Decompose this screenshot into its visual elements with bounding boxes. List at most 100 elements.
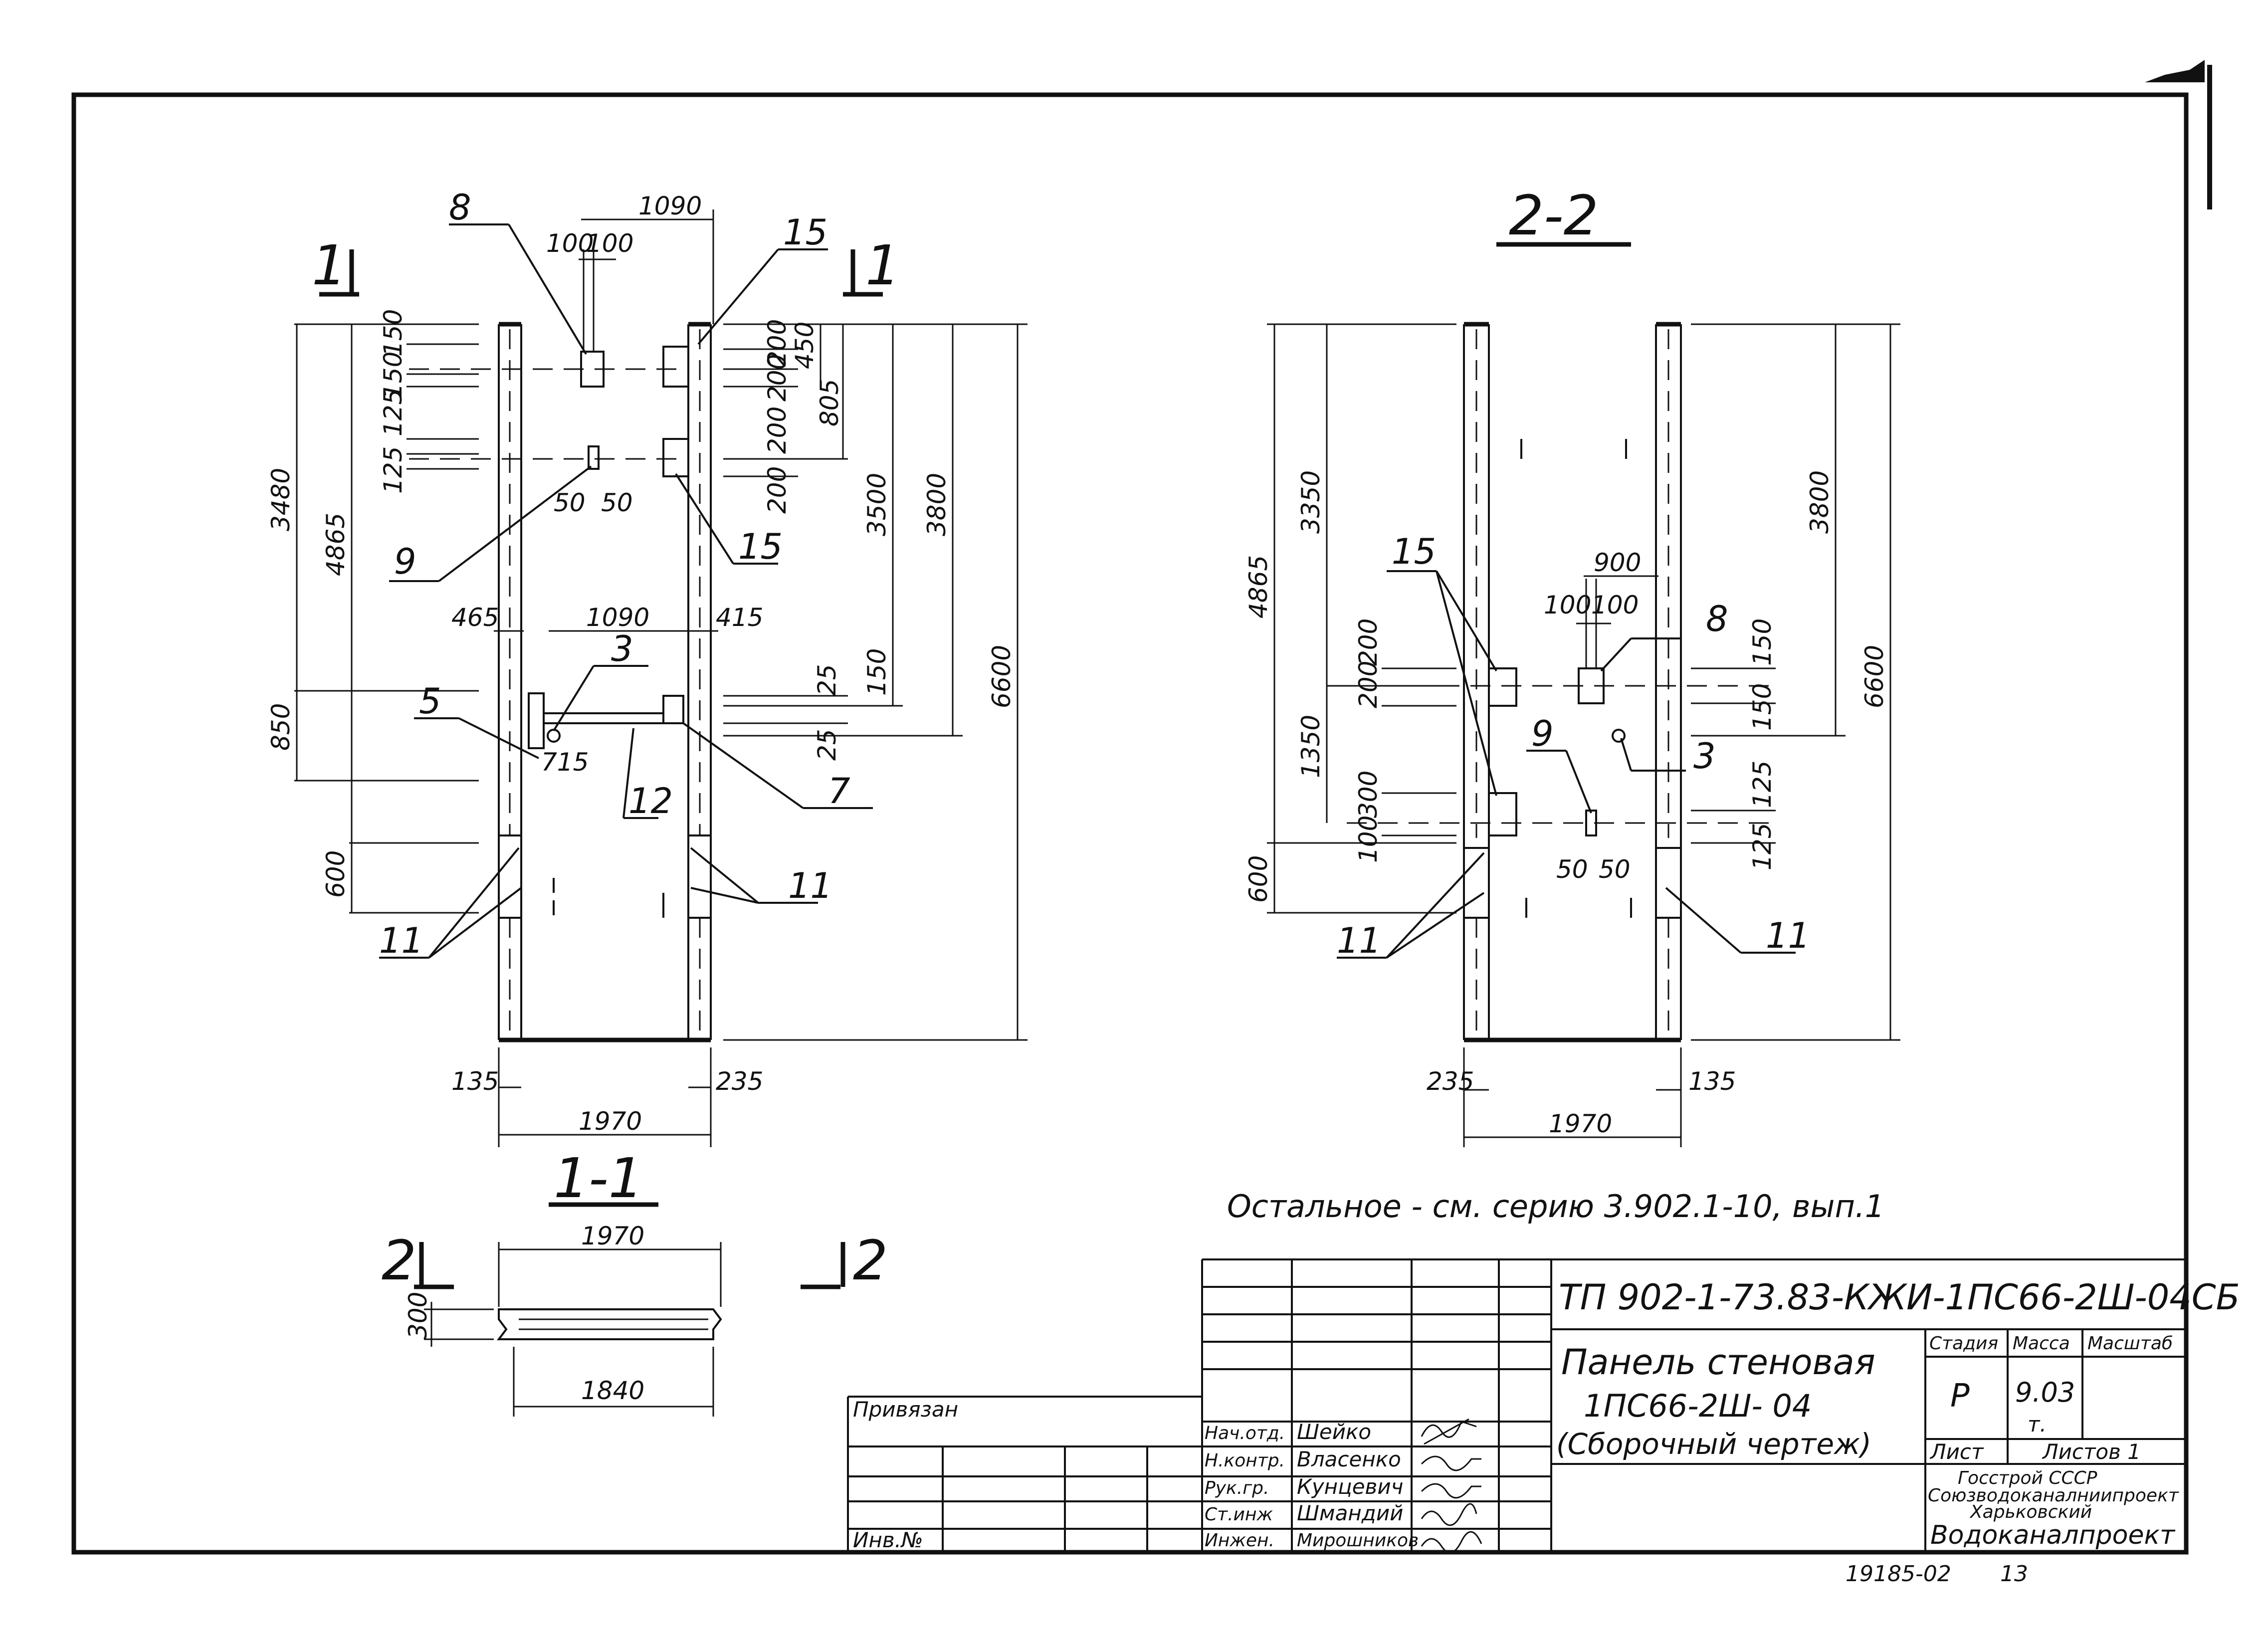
tb-header-stage: Стадия [1929, 1333, 1998, 1354]
tb-mass-unit: т. [2028, 1412, 2047, 1437]
s11-width-top: 1970 [581, 1222, 644, 1250]
dim-right-small-3: 200 [763, 407, 792, 454]
tb-org-4: Водоканалпроект [1930, 1520, 2176, 1550]
s22-dim-4865: 4865 [1244, 555, 1273, 618]
tb-sheet-label: Лист [1929, 1440, 1984, 1464]
dim-left-edge: 465 [451, 603, 499, 632]
tb-code: ТП 902-1-73.83-КЖИ-1ПС66-2Ш-04СБ [1559, 1277, 2240, 1318]
general-note: Остальное - см. серию 3.902.1-10, вып.1 [1227, 1188, 1884, 1225]
dim-mid-width: 1090 [586, 603, 649, 632]
tb-org-3: Харьковский [1969, 1502, 2092, 1522]
callout-7: 7 [828, 771, 850, 812]
tb-role-1: Нач.отд. [1205, 1423, 1285, 1443]
dim-left-small-4: 125 [379, 446, 408, 494]
dim-right-150: 150 [862, 648, 891, 696]
s22-dim-left-small-4: 100 [1354, 816, 1383, 863]
s22-dim-left-small-2: 200 [1354, 661, 1383, 708]
dim-left-4865: 4865 [321, 513, 350, 576]
signature-4 [1421, 1503, 1477, 1526]
dim-left-850: 850 [266, 703, 295, 751]
sheet-frame [71, 92, 2189, 1555]
tb-role-3: Рук.гр. [1205, 1478, 1269, 1498]
s22-dim-bottom-offset-1: 50 [1556, 855, 1588, 884]
dim-right-small-2: 200 [763, 354, 792, 402]
s22-dim-6600: 6600 [1860, 645, 1889, 708]
dim-opening-offset-1: 50 [554, 488, 586, 517]
tb-header-scale: Масштаб [2087, 1333, 2173, 1354]
front-view: 1 1 8 15 9 15 3 5 12 7 11 11 1090 100 10… [266, 187, 1028, 1147]
s22-dim-3350: 3350 [1296, 470, 1325, 534]
s22-dim-600: 600 [1244, 855, 1273, 903]
dim-left-600: 600 [321, 850, 350, 898]
tb-name-3: Кунцевич [1297, 1474, 1403, 1499]
dim-top-offset-1: 100 [546, 229, 594, 258]
s22-dim-bottom-right: 135 [1688, 1067, 1736, 1096]
tb-inv: Инв.№ [853, 1528, 923, 1552]
dim-right-805: 805 [815, 379, 844, 426]
dim-right-small-4: 200 [763, 466, 792, 514]
tb-org-1: Госстрой СССР [1958, 1468, 2097, 1488]
signature-5 [1421, 1531, 1482, 1554]
section-mark-2-right: 2 [853, 1229, 888, 1292]
callout-15-top: 15 [783, 212, 827, 253]
section-mark-1-right: 1 [865, 233, 900, 297]
s22-dim-left-small-3: 300 [1354, 771, 1383, 818]
section-1-1-title: 1-1 [554, 1146, 643, 1210]
tb-name-5: Мирошников [1297, 1530, 1419, 1551]
section-mark-1-left: 1 [312, 233, 347, 297]
dim-right-edge: 415 [716, 603, 763, 632]
dim-right-6600: 6600 [987, 645, 1016, 708]
signature-1 [1421, 1418, 1477, 1445]
s22-dim-right-small-3: 125 [1748, 761, 1777, 808]
dim-right-small-1: 200 [763, 319, 792, 367]
dim-right-3500: 3500 [862, 473, 891, 536]
s22-callout-8: 8 [1706, 599, 1728, 639]
s22-dim-bottom-offset-2: 50 [1599, 855, 1631, 884]
section-2-2-view: 2-2 [1244, 184, 1900, 1147]
s11-thickness: 300 [404, 1292, 432, 1339]
dim-left-small-3: 125 [379, 389, 408, 436]
section-mark-2-left: 2 [382, 1229, 416, 1292]
callout-3: 3 [611, 628, 633, 669]
tb-org-2: Союзводоканалниипроект [1928, 1485, 2179, 1506]
dim-top-offset-2: 100 [586, 229, 633, 258]
tb-name-1: Шейко [1297, 1420, 1371, 1444]
tb-name-2: Власенко [1297, 1447, 1401, 1471]
tb-title-1: Панель стеновая [1561, 1342, 1875, 1383]
s22-dim-3800: 3800 [1805, 470, 1834, 534]
dim-opening-offset-2: 50 [601, 488, 633, 517]
s22-dim-mid-offset-2: 100 [1591, 591, 1639, 619]
s22-callout-11-left: 11 [1337, 920, 1381, 961]
s22-dim-bottom-left: 235 [1427, 1067, 1474, 1096]
s22-callout-9: 9 [1531, 713, 1554, 754]
dim-left-small-2: 150 [379, 352, 408, 399]
tb-linked: Привязан [853, 1397, 958, 1422]
tb-name-4: Шмандий [1297, 1501, 1403, 1525]
s22-callout-3: 3 [1693, 736, 1716, 777]
page-number: 13 [2000, 1561, 2028, 1587]
section-1-1-view: 1-1 2 2 1970 300 1840 [382, 1146, 888, 1417]
dim-bottom-width: 1970 [579, 1107, 642, 1136]
callout-12: 12 [628, 781, 673, 822]
tb-role-4: Ст.инж [1205, 1504, 1273, 1525]
callout-15: 15 [738, 526, 783, 567]
callout-9: 9 [394, 541, 416, 582]
s22-dim-left-small-1: 200 [1354, 618, 1383, 666]
signature-2 [1421, 1455, 1481, 1471]
tb-mass: 9.03 [2015, 1377, 2075, 1408]
callout-8: 8 [449, 187, 471, 228]
tb-sheets-label: Листов 1 [2042, 1440, 2141, 1464]
footer-number: 19185-02 [1846, 1561, 1951, 1587]
s22-dim-right-small-1: 150 [1748, 618, 1777, 666]
section-2-2-title: 2-2 [1509, 184, 1599, 247]
tb-title-2: 1ПС66-2Ш- 04 [1584, 1388, 1812, 1424]
callout-11-left: 11 [379, 920, 423, 961]
s22-dim-right-small-2: 150 [1748, 683, 1777, 731]
dim-left-small-1: 150 [379, 309, 408, 357]
s22-dim-mid-width: 900 [1594, 548, 1641, 577]
title-block: ТП 902-1-73.83-КЖИ-1ПС66-2Ш-04СБ Панель … [847, 1258, 2240, 1554]
dim-bottom-right: 235 [716, 1067, 763, 1096]
s22-dim-right-small-4: 125 [1748, 823, 1777, 870]
tb-title-3: (Сборочный чертеж) [1556, 1427, 1871, 1461]
